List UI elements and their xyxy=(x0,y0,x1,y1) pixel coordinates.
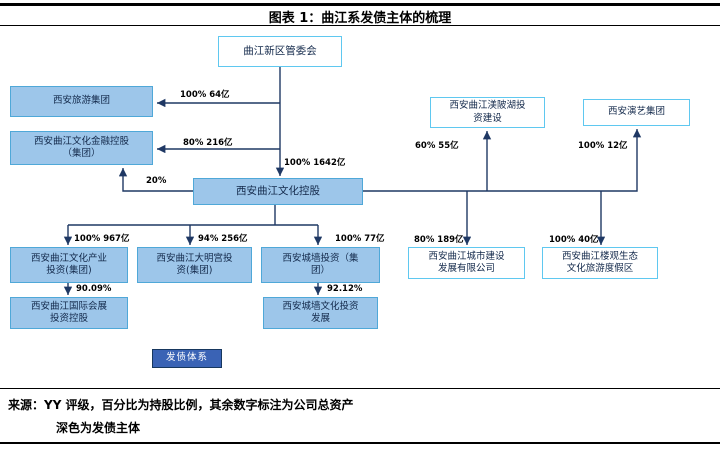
edge-label-holding: 100% 1642亿 xyxy=(284,158,346,168)
edge-label-daming: 94% 256亿 xyxy=(198,234,248,244)
edge-label-arts: 100% 12亿 xyxy=(578,141,628,151)
edge-label-convention: 90.09% xyxy=(76,284,112,294)
node-xian-performing-arts-group: 西安演艺集团 xyxy=(583,99,690,126)
node-citywall-culture-investment: 西安城墙文化投资 发展 xyxy=(263,297,378,329)
edge-label-citycon: 80% 189亿 xyxy=(414,235,464,245)
node-qujiang-culture-finance-holding: 西安曲江文化金融控股 （集团） xyxy=(10,131,153,165)
bottom-rule xyxy=(0,442,720,445)
node-city-construction-development: 西安曲江城市建设 发展有限公司 xyxy=(408,247,525,279)
top-rule xyxy=(0,3,720,6)
source-note-line1: 来源：YY 评级，百分比为持股比例，其余数字标注为公司总资产 xyxy=(8,398,354,412)
node-meibei-lake-investment: 西安曲江渼陂湖投 资建设 xyxy=(430,97,545,128)
edge-label-finance: 80% 216亿 xyxy=(183,138,233,148)
edge-label-industry: 100% 967亿 xyxy=(74,234,130,244)
node-intl-convention-investment: 西安曲江国际会展 投资控股 xyxy=(10,297,128,329)
footer-rule xyxy=(0,388,720,390)
edge-label-finance-back: 20% xyxy=(146,176,167,186)
edge-label-tourism: 100% 64亿 xyxy=(180,90,230,100)
figure-title: 图表 1：曲江系发债主体的梳理 xyxy=(268,11,452,26)
edge-label-citywall-culture: 92.12% xyxy=(327,284,363,294)
node-qujiang-new-district-committee: 曲江新区管委会 xyxy=(218,36,342,67)
edge-label-louguan: 100% 40亿 xyxy=(549,235,599,245)
node-daminggong-investment: 西安曲江大明宫投 资(集团) xyxy=(137,247,252,283)
legend-bond-issuer-system: 发债体系 xyxy=(152,349,222,368)
edge-label-meibei: 60% 55亿 xyxy=(415,141,459,151)
node-qujiang-culture-holding: 西安曲江文化控股 xyxy=(193,178,363,205)
node-citywall-investment: 西安城墙投资（集 团） xyxy=(261,247,380,283)
node-louguan-eco-tourism-resort: 西安曲江楼观生态 文化旅游度假区 xyxy=(542,247,658,279)
node-xian-tourism-group: 西安旅游集团 xyxy=(10,86,153,117)
edge-label-citywall: 100% 77亿 xyxy=(335,234,385,244)
source-note-line2: 深色为发债主体 xyxy=(56,421,141,435)
title-underline xyxy=(0,25,720,27)
node-culture-industry-investment: 西安曲江文化产业 投资(集团) xyxy=(10,247,128,283)
